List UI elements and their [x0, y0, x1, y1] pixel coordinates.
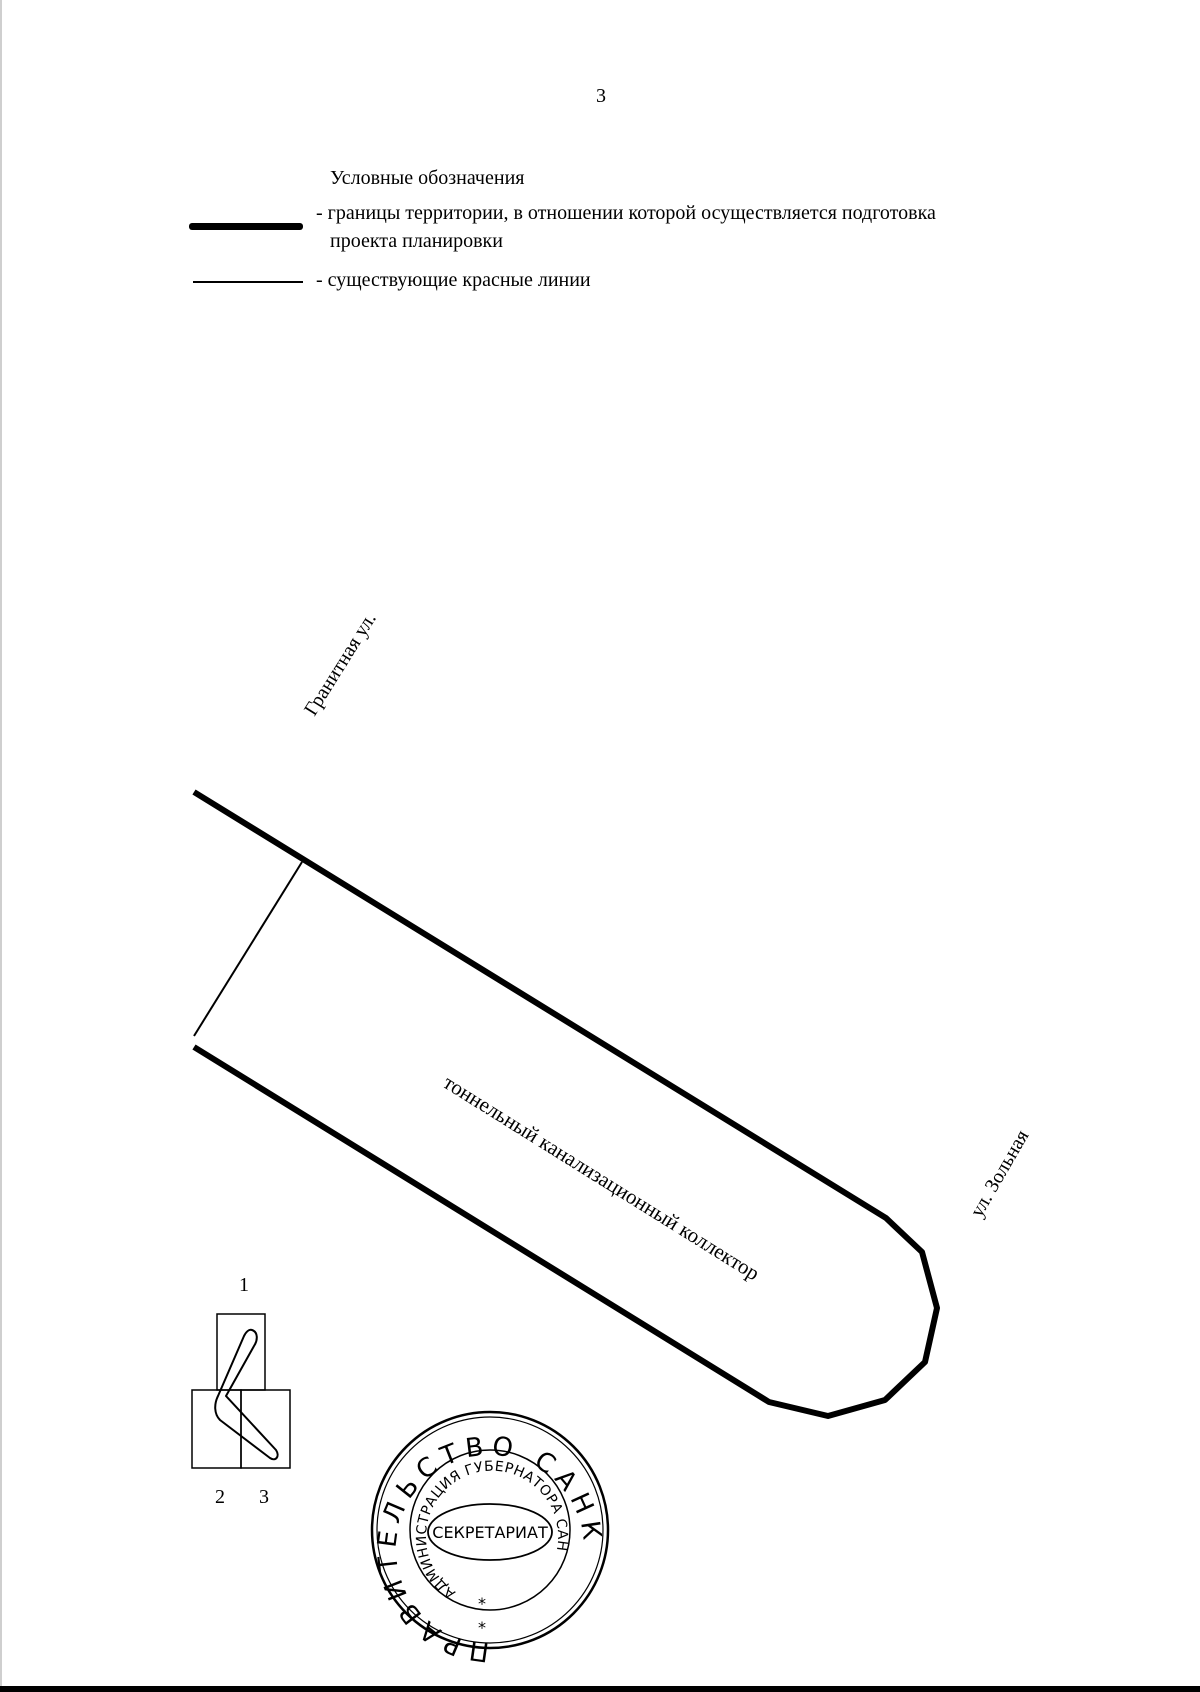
stamp-star-icon: * [478, 1618, 486, 1637]
page-number: 3 [596, 85, 606, 107]
index-sheet-label-1: 1 [239, 1274, 249, 1296]
index-sheet-label-3: 3 [259, 1486, 269, 1508]
legend-item-boundary-text-continued: проекта планировки [330, 230, 503, 252]
stamp-inner-ring-text: АДМИНИСТРАЦИЯ ГУБЕРНАТОРА САНКТ-ПЕТЕРБУР… [0, 0, 570, 1602]
scan-edge [0, 0, 2, 1686]
index-sheet-label-2: 2 [215, 1486, 225, 1508]
stamp-star-icon: * [478, 1594, 486, 1613]
existing-red-line [193, 861, 303, 1037]
svg-text:АДМИНИСТРАЦИЯ ГУБЕРНАТОРА САНК: АДМИНИСТРАЦИЯ ГУБЕРНАТОРА САНКТ-ПЕТЕРБУР… [0, 0, 570, 1602]
territory-boundary [192, 789, 940, 1419]
svg-text:ПРАВИТЕЛЬСТВО САНКТ-ПЕТЕРБУРГА: ПРАВИТЕЛЬСТВО САНКТ-ПЕТЕРБУРГА [0, 0, 608, 1667]
legend-item-boundary-text: - границы территории, в отношении которо… [316, 202, 936, 224]
stamp-center-text: СЕКРЕТАРИАТ [432, 1523, 548, 1542]
official-stamp: ПРАВИТЕЛЬСТВО САНКТ-ПЕТЕРБУРГА АДМИНИСТР… [0, 0, 610, 1667]
legend-item-red-lines-text: - существующие красные линии [316, 269, 591, 291]
legend-swatch-boundary [189, 223, 303, 230]
index-sheet [191, 1313, 291, 1469]
legend-swatch-red-lines [193, 281, 303, 283]
stamp-outer-ring-text: ПРАВИТЕЛЬСТВО САНКТ-ПЕТЕРБУРГА [0, 0, 601, 1667]
index-sheet-territory-outline [214, 1328, 279, 1461]
legend-title: Условные обозначения [330, 167, 525, 189]
index-sheet-cell-3 [240, 1389, 291, 1469]
scan-bottom-edge [0, 1686, 1200, 1692]
index-sheet-cell-1 [216, 1313, 266, 1391]
